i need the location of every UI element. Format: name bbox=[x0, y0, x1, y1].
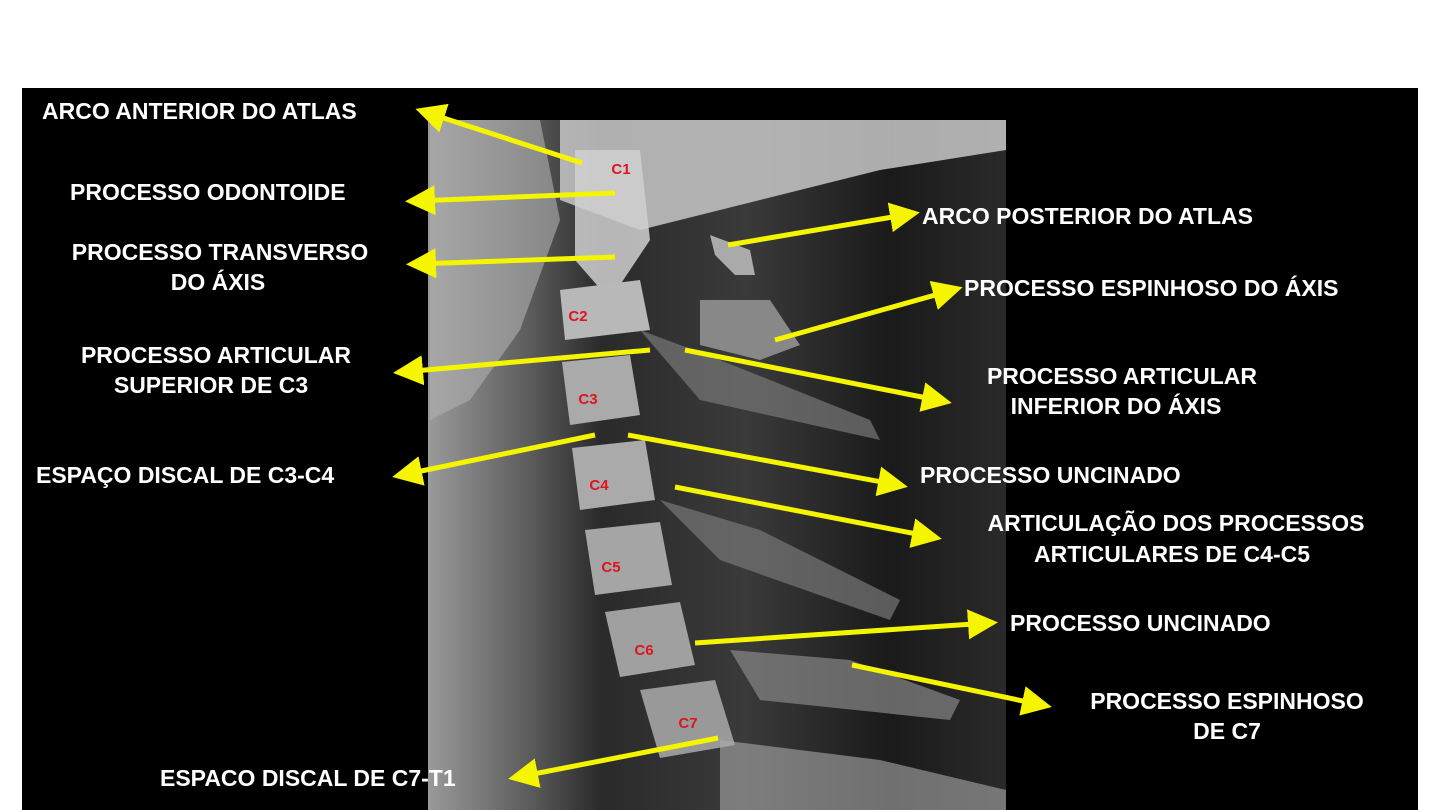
label-espaco-discal-c3c4: ESPAÇO DISCAL DE C3-C4 bbox=[36, 462, 334, 488]
label-articular-inferior: PROCESSO ARTICULAR bbox=[987, 363, 1257, 389]
vertebra-label-c2: C2 bbox=[568, 308, 587, 325]
label-articulacao-line2: ARTICULARES DE C4-C5 bbox=[1034, 541, 1310, 567]
label-articular-superior-line2: SUPERIOR DE C3 bbox=[114, 372, 308, 398]
arrow-uncinado-1 bbox=[627, 432, 908, 497]
arrow-articular-superior bbox=[393, 347, 651, 386]
arrow-arco-anterior bbox=[415, 103, 583, 166]
vertebra-label-c5: C5 bbox=[601, 559, 620, 576]
arrow-discal-c7t1 bbox=[508, 735, 719, 788]
vertebra-label-c4: C4 bbox=[589, 477, 609, 494]
label-processo-uncinado-2: PROCESSO UNCINADO bbox=[1010, 610, 1271, 636]
label-arco-anterior-atlas: ARCO ANTERIOR DO ATLAS bbox=[42, 98, 357, 124]
arrow-espinhoso-c7 bbox=[851, 662, 1052, 716]
arrow-articulacao bbox=[674, 484, 942, 548]
label-articulacao: ARTICULAÇÃO DOS PROCESSOS bbox=[988, 509, 1365, 536]
label-espinhoso-c7: PROCESSO ESPINHOSO bbox=[1090, 688, 1364, 714]
arrow-articular-inferior bbox=[684, 347, 952, 412]
arrow-odontoide bbox=[405, 185, 616, 216]
vertebra-label-c3: C3 bbox=[578, 391, 597, 408]
label-processo-espinhoso-axis: PROCESSO ESPINHOSO DO ÁXIS bbox=[964, 274, 1338, 301]
label-processo-odontoide: PROCESSO ODONTOIDE bbox=[70, 179, 346, 205]
label-espaco-discal-c7t1: ESPACO DISCAL DE C7-T1 bbox=[160, 765, 456, 791]
arrows bbox=[392, 103, 1052, 788]
vertebra-labels: C1 C2 C3 C4 C5 C6 C7 bbox=[568, 161, 697, 732]
label-processo-uncinado-1: PROCESSO UNCINADO bbox=[920, 462, 1181, 488]
arrow-uncinado-2 bbox=[694, 609, 998, 646]
annotation-labels: ARCO ANTERIOR DO ATLAS PROCESSO ODONTOID… bbox=[36, 98, 1364, 791]
label-espinhoso-c7-line2: DE C7 bbox=[1193, 718, 1261, 744]
label-arco-posterior-atlas: ARCO POSTERIOR DO ATLAS bbox=[922, 203, 1253, 229]
arrow-discal-c3c4 bbox=[392, 432, 596, 486]
vertebra-label-c6: C6 bbox=[634, 642, 653, 659]
label-articular-inferior-line2: INFERIOR DO ÁXIS bbox=[1011, 392, 1222, 419]
label-processo-transverso: PROCESSO TRANSVERSO bbox=[72, 239, 369, 265]
label-processo-transverso-line2: DO ÁXIS bbox=[171, 268, 266, 295]
label-articular-superior: PROCESSO ARTICULAR bbox=[81, 342, 351, 368]
vertebra-label-c7: C7 bbox=[678, 715, 697, 732]
arrow-transverso bbox=[406, 248, 616, 279]
arrow-espinhoso-axis bbox=[774, 280, 963, 343]
arrow-arco-posterior bbox=[727, 202, 920, 248]
vertebra-label-c1: C1 bbox=[611, 161, 630, 178]
